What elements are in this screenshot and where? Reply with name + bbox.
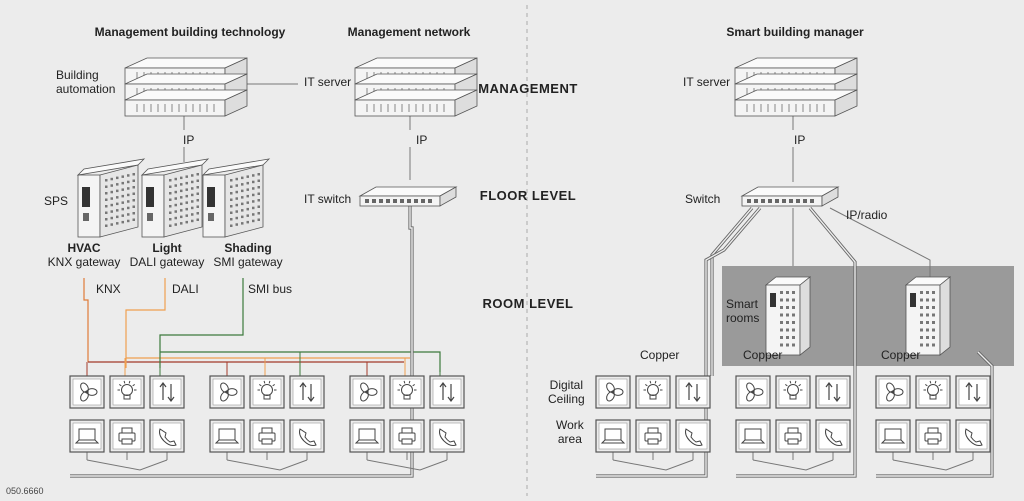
server-building-automation: [124, 57, 248, 117]
bulb-icon: [775, 375, 811, 409]
printer-icon: [635, 419, 671, 453]
phone-icon: [289, 419, 325, 453]
fan-icon: [735, 375, 771, 409]
it-cable-route: [70, 206, 413, 477]
bulb-icon: [915, 375, 951, 409]
label-it-server-right: IT server: [683, 75, 731, 89]
printer-icon: [915, 419, 951, 453]
gateway-light-name: Light: [152, 241, 182, 255]
server-it-right: [734, 57, 858, 117]
up-down-arrows-icon: [815, 375, 851, 409]
level-floor: FLOOR LEVEL: [479, 188, 577, 203]
laptop-icon: [209, 419, 245, 453]
up-down-arrows-icon: [149, 375, 185, 409]
bus-knx: KNX: [96, 282, 121, 296]
label-ip-radio: IP/radio: [846, 208, 888, 222]
label-copper-1: Copper: [640, 348, 680, 362]
up-down-arrows-icon: [429, 375, 465, 409]
server-it-left: [354, 57, 478, 117]
fan-icon: [69, 375, 105, 409]
label-it-server-left: IT server: [304, 75, 352, 89]
work-area-wiring: [612, 459, 694, 471]
smart-room-controller-2: [904, 276, 952, 356]
gateway-shading-sub: SMI gateway: [213, 255, 283, 269]
printer-icon: [775, 419, 811, 453]
smart-room-controller-1: [764, 276, 812, 356]
gateway-shading-name: Shading: [224, 241, 272, 255]
devices: [76, 57, 952, 356]
label-copper-2: Copper: [743, 348, 783, 362]
label-building-automation: Building automation: [56, 68, 116, 96]
bus-dali: DALI: [172, 282, 199, 296]
switch-it-left: [358, 186, 458, 207]
fan-icon: [349, 375, 385, 409]
label-work-area: Work area: [556, 418, 584, 446]
up-down-arrows-icon: [675, 375, 711, 409]
label-copper-3: Copper: [881, 348, 921, 362]
printer-icon: [249, 419, 285, 453]
label-switch: Switch: [685, 192, 721, 206]
printer-icon: [109, 419, 145, 453]
heading-mgmt-building-tech: Management building technology: [94, 25, 286, 39]
gateway-hvac-name: HVAC: [67, 241, 101, 255]
fan-icon: [595, 375, 631, 409]
phone-icon: [675, 419, 711, 453]
fan-icon: [209, 375, 245, 409]
phone-icon: [429, 419, 465, 453]
printer-icon: [389, 419, 425, 453]
gateway-light-sub: DALI gateway: [129, 255, 205, 269]
bulb-icon: [389, 375, 425, 409]
work-area-wiring: [366, 459, 448, 471]
fan-icon: [875, 375, 911, 409]
laptop-icon: [595, 419, 631, 453]
copper-route-3: [736, 207, 856, 477]
gateway-shading: [201, 158, 271, 238]
dali-bus-line: [125, 278, 166, 368]
laptop-icon: [875, 419, 911, 453]
copper-route-4: [876, 351, 993, 477]
connection-lines: [70, 83, 994, 478]
bulb-icon: [249, 375, 285, 409]
up-down-arrows-icon: [289, 375, 325, 409]
phone-icon: [955, 419, 991, 453]
label-digital-ceiling: Digital Ceiling: [548, 378, 585, 406]
ip-radio-link: [829, 207, 931, 278]
label-ip-right: IP: [794, 133, 806, 147]
work-area-wiring: [86, 459, 168, 471]
laptop-icon: [735, 419, 771, 453]
work-area-wiring: [752, 459, 834, 471]
up-down-arrows-icon: [955, 375, 991, 409]
heading-smart-building-manager: Smart building manager: [726, 25, 864, 39]
knx-bus-line: [83, 278, 89, 362]
gateway-hvac-sub: KNX gateway: [47, 255, 121, 269]
work-area-wiring: [892, 459, 974, 471]
level-management: MANAGEMENT: [478, 81, 578, 96]
gateway-hvac: [76, 158, 146, 238]
bulb-icon: [109, 375, 145, 409]
label-it-switch: IT switch: [304, 192, 352, 206]
laptop-icon: [349, 419, 385, 453]
copper-route-2: [596, 207, 761, 477]
level-room: ROOM LEVEL: [482, 296, 574, 311]
icon-boxes: [69, 375, 991, 453]
gateway-light: [140, 158, 210, 238]
label-sps: SPS: [44, 194, 69, 208]
figure-id: 050.6660: [6, 486, 44, 496]
switch-right: [740, 186, 840, 207]
label-smart-rooms: Smart rooms: [726, 297, 760, 325]
bulb-icon: [635, 375, 671, 409]
laptop-icon: [69, 419, 105, 453]
label-ip-building: IP: [183, 133, 195, 147]
heading-mgmt-network: Management network: [347, 25, 471, 39]
phone-icon: [149, 419, 185, 453]
phone-icon: [815, 419, 851, 453]
bus-smi: SMI bus: [248, 282, 293, 296]
label-ip-network: IP: [416, 133, 428, 147]
work-area-wiring: [226, 459, 308, 471]
